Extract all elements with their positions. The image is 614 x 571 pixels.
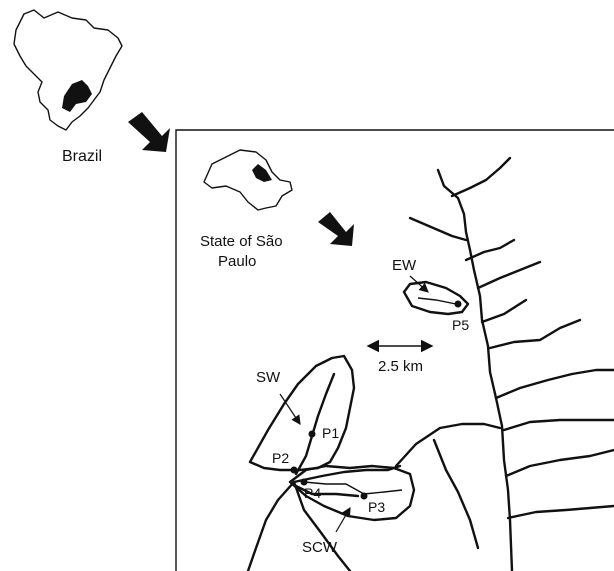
- arrow-to-watersheds: [318, 212, 354, 246]
- sao-paulo-state-outline: [203, 149, 293, 211]
- brazil-outline: [13, 9, 123, 131]
- river-network: [246, 156, 614, 571]
- point-p3-label: P3: [368, 499, 385, 515]
- arrow-to-state-frame: [128, 112, 170, 152]
- study-region-highlight: [252, 164, 272, 182]
- point-p5-marker: [454, 300, 462, 308]
- point-p1-marker: [308, 430, 316, 438]
- ew-label: EW: [392, 257, 417, 274]
- point-p2-label: P2: [272, 450, 289, 466]
- point-p4-label: P4: [304, 485, 321, 501]
- sao-paulo-highlight: [62, 80, 92, 112]
- scale-label: 2.5 km: [378, 358, 423, 375]
- map-frame: [175, 129, 614, 571]
- scw-watershed-boundary: [288, 464, 416, 522]
- point-p2-marker: [290, 466, 298, 474]
- point-p3-marker: [360, 492, 368, 500]
- scw-label: SCW: [302, 539, 338, 556]
- state-label-line1: State of São: [200, 233, 283, 250]
- point-p5-label: P5: [452, 317, 469, 333]
- point-p4-marker: [300, 478, 308, 486]
- sw-label: SW: [256, 369, 281, 386]
- point-p1-label: P1: [322, 425, 339, 441]
- ew-watershed-boundary: [402, 280, 470, 316]
- country-label: Brazil: [62, 148, 102, 165]
- state-label-line2: Paulo: [218, 253, 256, 270]
